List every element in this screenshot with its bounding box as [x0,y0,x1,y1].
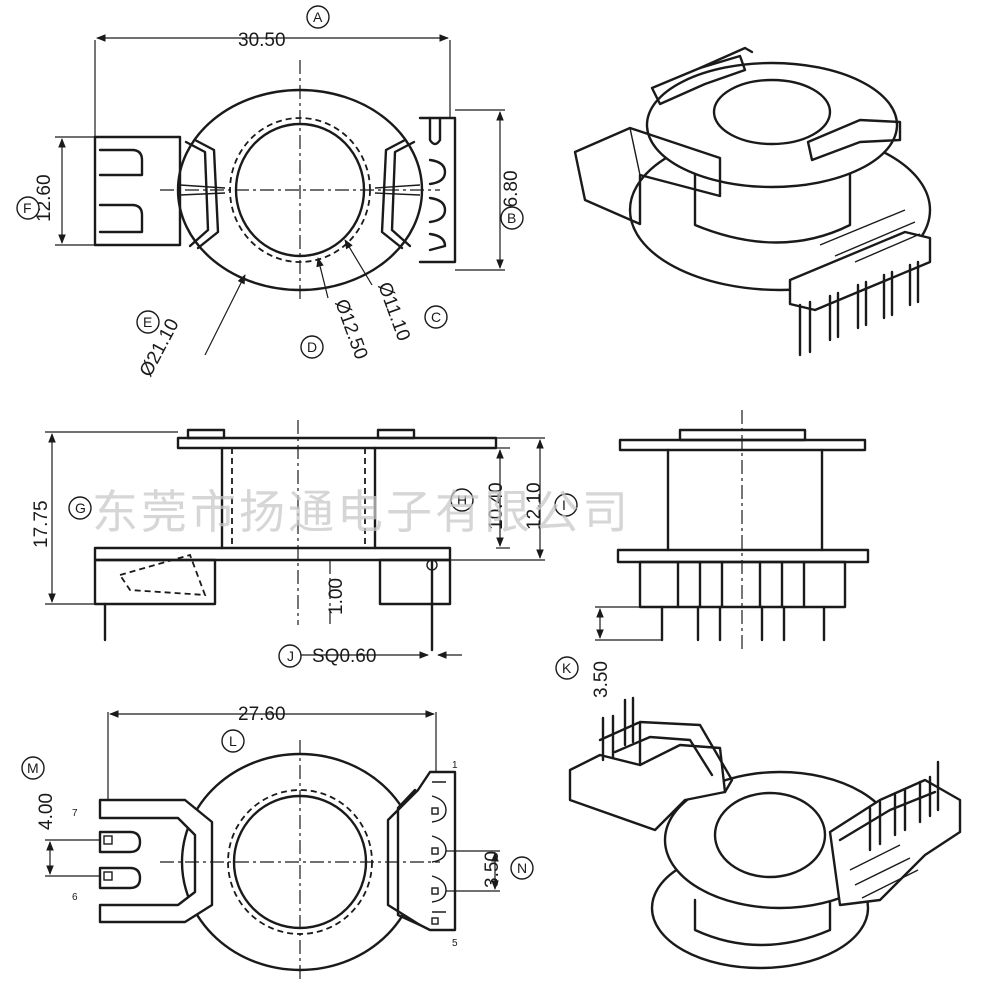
pin-label-6: 6 [72,892,78,903]
bubble-a: A [313,9,323,25]
dim-a-text: 30.50 [238,30,286,51]
bubble-i: I [562,497,566,513]
dim-k-text: 3.50 [591,661,612,698]
watermark-text: 东莞市扬通电子有限公司 [92,485,631,539]
bubble-d: D [307,339,317,355]
dim-g-text: 17.75 [31,500,52,548]
dim-j-text: SQ0.60 [312,646,376,667]
dim-gap-text: 1.00 [326,578,347,615]
iso-view-bottom [568,696,962,970]
iso-view-top [573,46,932,357]
front-view: 3.50 K [555,410,870,698]
bubble-f: F [23,200,32,216]
bubble-l: L [229,733,237,749]
bubble-k: K [562,660,572,676]
top-view: 30.50 A 16.80 B 12.60 F Ø21.10 E Ø12.50 … [16,5,524,380]
bubble-g: G [75,500,86,516]
dim-i-text: 12.10 [524,482,545,530]
dim-b-text: 16.80 [501,170,522,218]
bubble-n: N [517,860,527,876]
bubble-e: E [143,314,152,330]
pin-label-5: 5 [452,938,458,949]
pin-label-7: 7 [72,808,78,819]
dim-m-text: 4.00 [36,793,57,830]
dim-h-text: 10.40 [486,482,507,530]
dim-n-text: 3.50 [482,851,503,888]
bottom-view: 1 5 7 6 27.60 L 4.00 M 3.50 N [21,704,534,980]
pin-label-1: 1 [452,760,458,771]
bubble-c: C [431,309,441,325]
bubble-j: J [287,648,294,664]
dim-l-text: 27.60 [238,704,286,725]
bubble-m: M [27,760,39,776]
dim-c-text: Ø11.10 [373,280,414,344]
bubble-b: B [507,210,516,226]
dim-d-text: Ø12.50 [330,297,371,363]
bubble-h: H [457,492,467,508]
side-view: 17.75 G 10.40 H 12.10 I 1.00 SQ0.60 J [31,420,578,668]
